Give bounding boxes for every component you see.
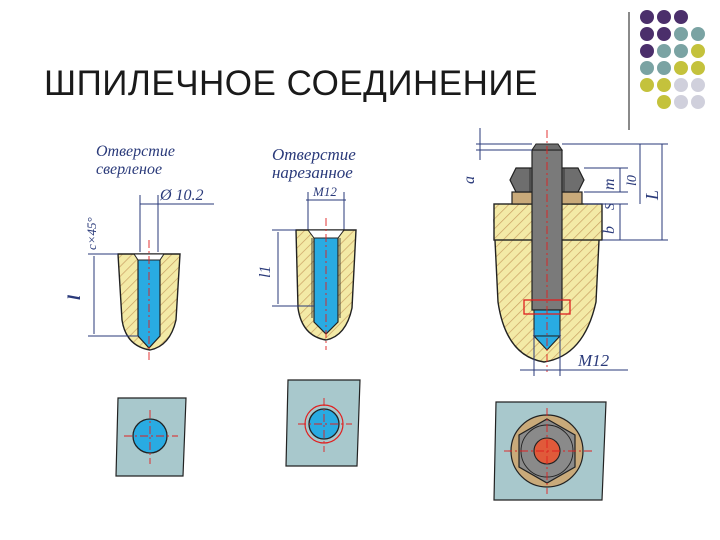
threaded-caption-2: нарезанное <box>272 163 353 182</box>
decor-dot <box>674 44 688 58</box>
threaded-thread-label: M12 <box>312 184 337 199</box>
assembly-dim-l0: l0 <box>625 175 640 186</box>
decor-dot <box>691 27 705 41</box>
drilled-hole-view: Отверстие сверленое Ø 10.2 l c×45° <box>64 143 214 477</box>
page-title: ШПИЛЕЧНОЕ СОЕДИНЕНИЕ <box>44 64 538 103</box>
assembly-dim-a: a <box>461 176 478 184</box>
decor-dot <box>674 78 688 92</box>
decor-dot <box>657 10 671 24</box>
threaded-hole-view: Отверстие нарезанное M12 l1 <box>257 145 361 467</box>
drilled-chamfer-label: c×45° <box>84 217 99 250</box>
decor-dot <box>691 78 705 92</box>
decor-dot <box>691 61 705 75</box>
drilled-diameter-label: Ø 10.2 <box>159 187 204 204</box>
decor-dot <box>640 44 654 58</box>
decor-dot <box>691 44 705 58</box>
decor-dot <box>640 10 654 24</box>
decor-dot <box>657 61 671 75</box>
decor-dot <box>674 27 688 41</box>
threaded-depth-label: l1 <box>257 266 274 278</box>
drilled-caption-1: Отверстие <box>96 143 175 160</box>
decor-dot <box>674 61 688 75</box>
assembly-dim-s: S <box>603 203 618 210</box>
assembly-dim-L: L <box>642 190 662 201</box>
assembly-dim-b: b <box>601 226 618 234</box>
decor-dot <box>657 27 671 41</box>
assembly-dim-m: m <box>601 178 618 190</box>
decor-dot <box>691 95 705 109</box>
decor-dot <box>674 95 688 109</box>
divider-line <box>628 12 630 130</box>
decor-dot <box>657 44 671 58</box>
decor-dot-grid <box>640 10 720 120</box>
decor-dot <box>674 10 688 24</box>
decor-dot <box>657 78 671 92</box>
decor-dot <box>640 78 654 92</box>
decor-dot <box>640 61 654 75</box>
stud-assembly-view: a m S b l0 L M12 <box>461 128 668 501</box>
assembly-thread-label: M12 <box>577 351 610 370</box>
drilled-depth-label: l <box>64 295 84 300</box>
decor-dot <box>640 27 654 41</box>
drilled-caption-2: сверленое <box>96 161 162 178</box>
decor-dot <box>657 95 671 109</box>
threaded-caption-1: Отверстие <box>272 145 356 164</box>
